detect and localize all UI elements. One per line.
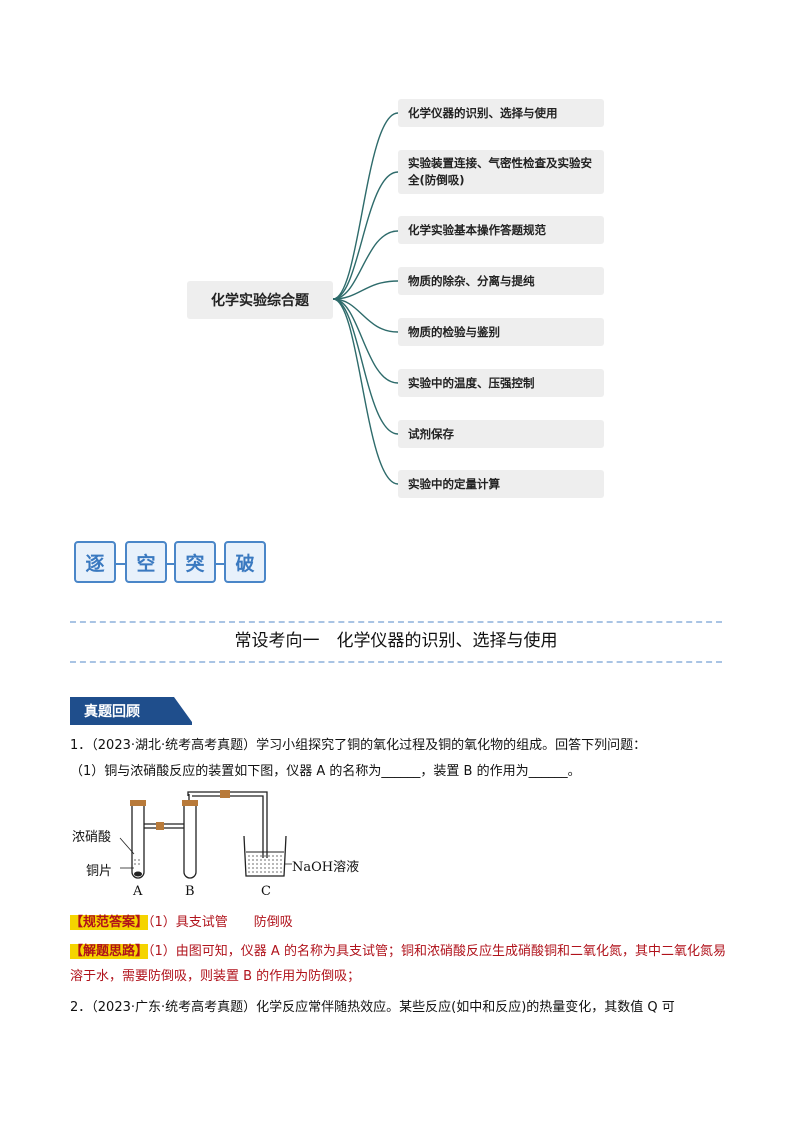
question-1-sub: （1）铜与浓硝酸反应的装置如下图，仪器 A 的名称为______，装置 B 的作… [70,764,581,779]
mindmap-connectors [332,112,399,485]
review-tag: 真题回顾 [70,697,192,725]
answer-tag: 【规范答案】 [70,915,149,930]
badge-char-3: 突 [174,541,216,583]
apparatus-drawing [119,790,292,879]
idea-tag: 【解题思路】 [70,944,149,959]
tag-label: 真题回顾 [84,704,140,720]
question-2-stem: 2．（2023·广东·统考高考真题）化学反应常伴随热效应。某些反应(如中和反应)… [70,1000,675,1015]
mindmap-leaf-reagent-storage: 试剂保存 [398,420,604,448]
mindmap-leaf-temperature-pressure: 实验中的温度、压强控制 [398,369,604,397]
answer-text: （1）具支试管 防倒吸 [148,915,293,930]
mindmap-root: 化学实验综合题 [187,281,333,319]
mindmap-leaf-quantitative: 实验中的定量计算 [398,470,604,498]
badge-connector [216,563,226,565]
mindmap-leaf-instruments: 化学仪器的识别、选择与使用 [398,99,604,127]
mindmap-leaf-identification: 物质的检验与鉴别 [398,318,604,346]
label-apparatus-a: A [133,884,143,899]
section-title: 常设考向一 化学仪器的识别、选择与使用 [234,631,558,651]
apparatus-diagram: 浓硝酸 铜片 A B C NaOH溶液 [70,790,370,902]
idea-text: （1）由图可知，仪器 A 的名称为具支试管；铜和浓硝酸反应生成硝酸铜和二氧化氮，… [70,944,726,984]
mindmap-leaf-apparatus-connection: 实验装置连接、气密性检查及实验安全(防倒吸) [398,150,604,194]
tag-shape [70,697,192,725]
label-apparatus-b: B [185,884,195,899]
divider-bottom [70,661,722,663]
label-apparatus-c: C [261,884,271,899]
question-1-stem: 1．（2023·湖北·统考高考真题）学习小组探究了铜的氧化过程及铜的氧化物的组成… [70,738,647,753]
label-conc-nitric-acid: 浓硝酸 [72,830,112,845]
label-naoh-solution: NaOH溶液 [292,860,360,875]
badge-connector [116,563,126,565]
divider-top [70,621,722,623]
badge-char-2: 空 [125,541,167,583]
badge-char-1: 逐 [74,541,116,583]
question-1-answer: 【规范答案】（1）具支试管 防倒吸 [70,910,730,935]
label-copper-sheet: 铜片 [86,864,113,879]
question-1-idea: 【解题思路】（1）由图可知，仪器 A 的名称为具支试管；铜和浓硝酸反应生成硝酸铜… [70,939,730,989]
mindmap-leaf-basic-operations: 化学实验基本操作答题规范 [398,216,604,244]
badge-connector [167,563,177,565]
mindmap-leaf-purification: 物质的除杂、分离与提纯 [398,267,604,295]
badge-char-4: 破 [224,541,266,583]
